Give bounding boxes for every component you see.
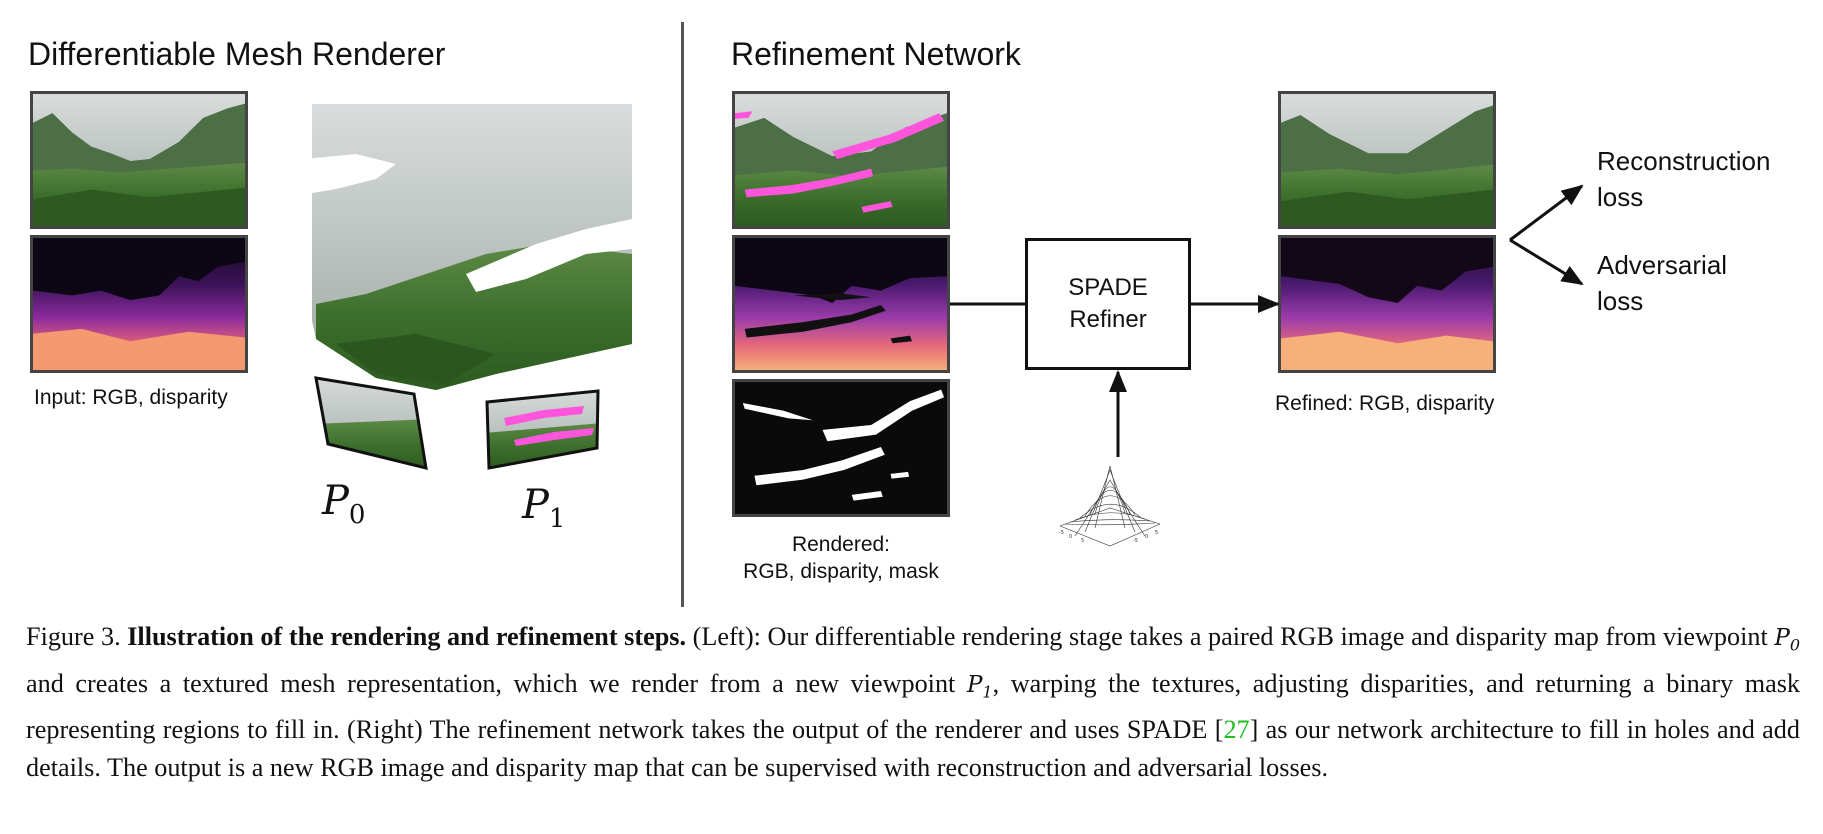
caption-part4: ] as our network architecture to fill in… bbox=[26, 715, 1800, 783]
camera-p1-frustum bbox=[484, 388, 602, 470]
input-label: Input: RGB, disparity bbox=[34, 386, 228, 409]
right-panel-heading: Refinement Network bbox=[731, 36, 1021, 72]
camera-p0-frustum bbox=[314, 374, 432, 472]
svg-text:-5: -5 bbox=[1059, 530, 1064, 536]
flow-arrows bbox=[950, 184, 1584, 457]
p0-label: P0 bbox=[322, 478, 366, 530]
rendered-label-line2: RGB, disparity, mask bbox=[743, 560, 939, 583]
rendered-mesh-view bbox=[296, 104, 632, 394]
caption-figure-num: Figure 3. bbox=[26, 622, 121, 651]
svg-text:0: 0 bbox=[1069, 534, 1072, 540]
svg-text:-5: -5 bbox=[1133, 538, 1138, 544]
citation-link[interactable]: 27 bbox=[1223, 715, 1250, 745]
svg-text:0: 0 bbox=[1145, 534, 1148, 540]
reconstruction-loss-arrow bbox=[1509, 184, 1584, 242]
svg-text:5: 5 bbox=[1155, 530, 1158, 536]
figure-caption: Figure 3. Illustration of the rendering … bbox=[26, 618, 1800, 787]
panel-divider bbox=[681, 22, 684, 607]
refiner-line2: Refiner bbox=[1069, 306, 1147, 333]
rendered-disparity-map bbox=[732, 235, 950, 373]
caption-title: Illustration of the rendering and refine… bbox=[127, 622, 686, 651]
refined-label: Refined: RGB, disparity bbox=[1275, 392, 1495, 415]
caption-part3: , warping the textures, adjusting dispar… bbox=[26, 668, 1801, 745]
adversarial-loss-label: Adversarial loss bbox=[1597, 247, 1727, 319]
p1-label: P1 bbox=[522, 482, 566, 534]
rendered-label: Rendered: RGB, disparity, mask bbox=[718, 531, 964, 585]
caption-part1: (Left): Our differentiable rendering sta… bbox=[692, 622, 1768, 651]
caption-v1: P1 bbox=[966, 671, 993, 702]
adversarial-loss-arrow bbox=[1509, 238, 1584, 286]
caption-part2: and creates a textured mesh representati… bbox=[26, 668, 956, 698]
spade-refiner-box: SPADE Refiner bbox=[1025, 238, 1191, 370]
reconstruction-loss-line2: loss bbox=[1597, 182, 1644, 212]
left-panel-heading: Differentiable Mesh Renderer bbox=[28, 36, 446, 72]
caption-v0: P0 bbox=[1774, 625, 1801, 655]
rendered-rgb-image bbox=[732, 91, 950, 229]
input-disparity-map bbox=[30, 235, 248, 373]
refiner-line1: SPADE bbox=[1068, 274, 1148, 301]
refined-disparity-map bbox=[1278, 235, 1496, 373]
reconstruction-loss-label: Reconstruction loss bbox=[1597, 143, 1770, 215]
svg-text:5: 5 bbox=[1081, 538, 1084, 544]
rendered-mask bbox=[732, 379, 950, 517]
input-rgb-image bbox=[30, 91, 248, 229]
refined-rgb-image bbox=[1278, 91, 1496, 229]
adversarial-loss-line1: Adversarial bbox=[1597, 250, 1728, 280]
reconstruction-loss-line1: Reconstruction bbox=[1597, 146, 1771, 176]
adversarial-loss-line2: loss bbox=[1597, 286, 1644, 316]
rendered-label-line1: Rendered: bbox=[791, 533, 891, 556]
gaussian-noise-plot: -5 0 5 -5 0 5 bbox=[1055, 465, 1165, 552]
